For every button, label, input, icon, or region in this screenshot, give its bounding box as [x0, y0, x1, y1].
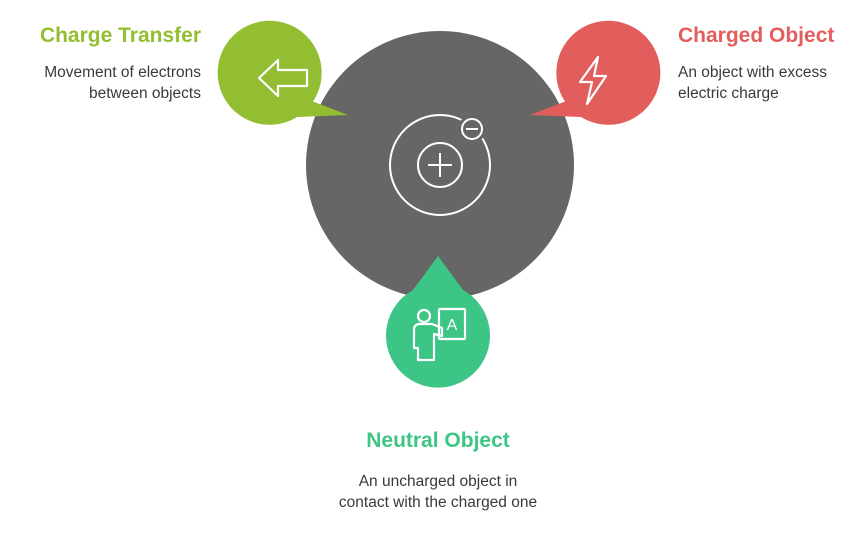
neutral-object-title: Neutral Object [366, 429, 510, 452]
charged-object-description: An object with excess electric charge [678, 64, 828, 102]
charge-transfer-description: Movement of electrons between objects [44, 64, 201, 102]
electron-icon [458, 115, 486, 143]
board-letter: A [447, 317, 458, 334]
atom-icon [389, 114, 491, 216]
lightning-bolt-icon [578, 55, 608, 106]
neutral-object-description: An uncharged object in contact with the … [338, 473, 538, 511]
teacher-board-icon: A [412, 307, 467, 362]
charged-object-title: Charged Object [678, 24, 835, 47]
charge-transfer-node [217, 20, 348, 125]
arrow-left-icon [257, 58, 309, 98]
charge-transfer-title: Charge Transfer [39, 24, 201, 47]
